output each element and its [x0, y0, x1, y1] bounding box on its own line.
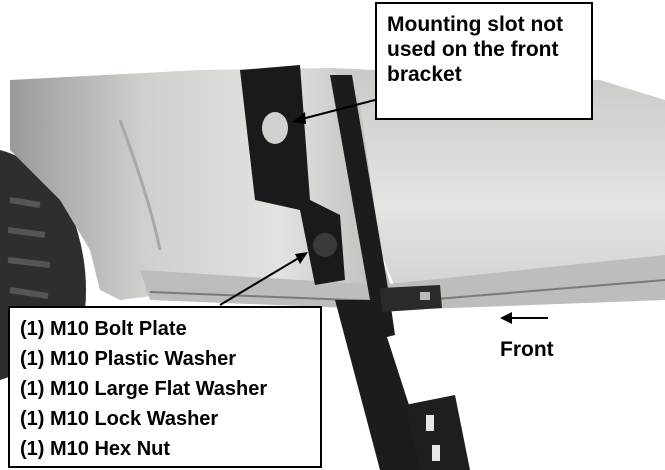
tire-tread [7, 197, 51, 328]
front-direction-arrow [500, 312, 548, 324]
hardware-item: (1) M10 Large Flat Washer [20, 378, 268, 400]
callout-hardware-list: (1) M10 Bolt Plate (1) M10 Plastic Washe… [8, 306, 322, 468]
sill-clip [380, 285, 442, 312]
arrow-to-mounting-slot [292, 99, 376, 124]
sill-clip-hole [420, 292, 430, 300]
hex-nut [313, 233, 337, 257]
bracket-lower-arm [335, 300, 430, 470]
bracket-strut [330, 75, 395, 340]
callout-top-line: bracket [387, 63, 462, 86]
hardware-item: (1) M10 Hex Nut [20, 438, 171, 460]
arrow-to-hardware [219, 252, 308, 306]
hardware-item: (1) M10 Plastic Washer [20, 348, 237, 370]
hardware-item: (1) M10 Bolt Plate [20, 318, 187, 340]
callout-mounting-slot: Mounting slot not used on the front brac… [375, 2, 593, 120]
hardware-item: (1) M10 Lock Washer [20, 408, 219, 430]
callout-top-line: used on the front [387, 38, 559, 61]
front-direction-label: Front [500, 338, 554, 361]
panel-crease [118, 119, 162, 251]
lower-slot-1 [426, 415, 434, 431]
mounting-slot-hole [262, 112, 288, 144]
lower-slotted-bracket [405, 395, 470, 470]
callout-top-line: Mounting slot not [387, 13, 564, 36]
lower-slot-2 [432, 445, 440, 461]
body-panel-right [330, 68, 665, 300]
